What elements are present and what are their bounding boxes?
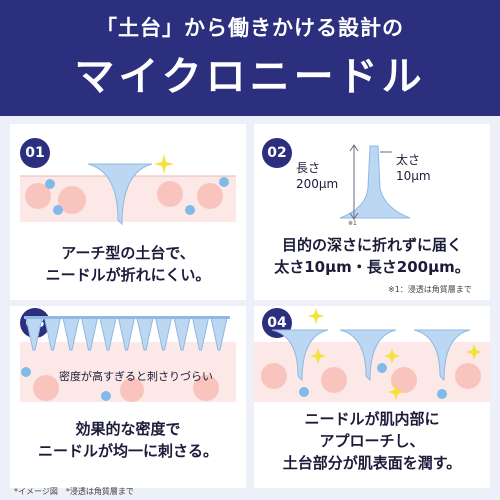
needle-shape <box>413 329 471 382</box>
blue-dot <box>299 387 309 397</box>
header-title: マイクロニードル <box>74 54 426 100</box>
panel-caption-04: ニードルが肌内部に アプローチし、 土台部分が肌表面を潤す。 <box>282 410 462 472</box>
skin-cell <box>193 375 219 401</box>
skin-cell <box>120 378 144 402</box>
blue-dot <box>185 205 195 215</box>
needle-shape <box>87 163 153 226</box>
blue-dot <box>219 177 229 187</box>
panel-number-01: 01 <box>20 138 50 168</box>
panel-number-02: 02 <box>262 138 292 168</box>
skin-cell <box>58 186 86 214</box>
panel-caption-03: 効果的な密度で ニードルが均一に刺さる。 <box>37 420 218 460</box>
header-subtitle: 「土台」から働きかける設計の <box>96 16 404 40</box>
blue-dot <box>45 179 55 189</box>
blue-dot <box>437 389 447 399</box>
sparkle-icon <box>310 348 326 364</box>
needle-shape <box>271 329 329 382</box>
skin-cell <box>25 183 51 209</box>
sparkle-icon <box>384 348 400 364</box>
ref-mark: ※1 <box>348 220 357 227</box>
needle-row <box>24 316 230 351</box>
footer-note: *イメージ図 *浸透は角質層まで <box>14 487 134 496</box>
density-warning-text: 密度が高すぎると刺さりづらい <box>59 370 213 383</box>
thickness-label: 太さ 10μm <box>396 153 431 183</box>
skin-cell <box>33 375 59 401</box>
header-banner: 「土台」から働きかける設計の マイクロニードル <box>0 0 500 116</box>
skin-cell <box>197 183 223 209</box>
blue-dot <box>53 205 63 215</box>
blue-dot <box>21 367 31 377</box>
sparkle-icon <box>308 308 324 324</box>
blue-dot <box>101 391 111 401</box>
panel-01: 01 アーチ型の土台で、 ニードルが折れにくい。 <box>10 124 246 300</box>
panel-03: 03 密度が高すぎると刺さりづらい 効果的な密度で ニードルが均一に刺さる。 <box>10 306 246 488</box>
length-label: 長さ 200μm <box>296 161 339 191</box>
panel-caption-02: 目的の深さに折れずに届く 太さ10μm・長さ200μm。 <box>274 236 470 276</box>
needle-shape <box>339 145 411 219</box>
footnote: ※1：浸透は角質層まで <box>388 285 472 294</box>
sparkle-icon <box>154 154 174 174</box>
panel-04: 04 ニードルが肌内部に アプローチし、 土台部分が肌表面を潤す。 <box>254 306 490 488</box>
panel-02: 02 長さ 200μm 太さ 10μm ※1 目的の深さに折れずに届く 太さ10… <box>254 124 490 300</box>
illustration-arch-needle <box>20 154 236 226</box>
blue-dot <box>377 363 387 373</box>
illustration-needle-dimensions <box>339 144 411 220</box>
skin-cell <box>455 363 481 389</box>
panel-caption-01: アーチ型の土台で、 ニードルが折れにくい。 <box>45 244 211 284</box>
skin-cell <box>321 367 347 393</box>
sparkle-icon <box>388 384 404 400</box>
sparkle-icon <box>466 344 482 360</box>
skin-cell <box>261 363 287 389</box>
skin-cell <box>157 181 183 207</box>
illustration-dense-needles <box>20 316 236 402</box>
skin-cell <box>391 367 417 393</box>
illustration-needles-penetrating <box>254 308 490 402</box>
needle-shape <box>339 329 397 382</box>
needle-base-bar <box>24 316 230 319</box>
